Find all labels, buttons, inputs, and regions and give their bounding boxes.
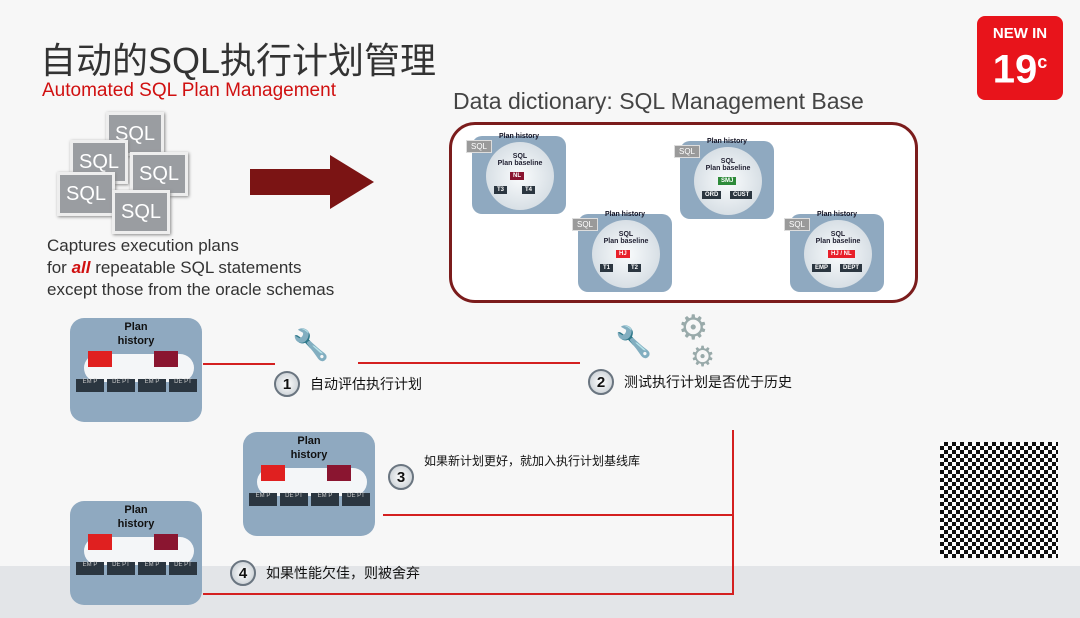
captures-text: Captures execution plans for all repeata… xyxy=(47,236,335,299)
gears-icon: ⚙ xyxy=(690,341,716,372)
gears-icon: ⚙ xyxy=(678,309,709,347)
page-subtitle: Automated SQL Plan Management xyxy=(42,80,336,101)
badge-line1: NEW IN xyxy=(992,25,1048,42)
page-title: 自动的SQL执行计划管理 xyxy=(40,40,437,81)
right-arrow-icon xyxy=(250,155,374,209)
flow-line xyxy=(732,430,734,594)
flow-line xyxy=(203,363,275,365)
flow-line xyxy=(383,514,732,516)
badge-line2: 19c xyxy=(992,47,1048,92)
data-dictionary-title: Data dictionary: SQL Management Base xyxy=(453,88,864,114)
flow-line xyxy=(203,593,734,595)
tools-icon: 🔧 xyxy=(615,326,653,359)
qr-code[interactable] xyxy=(940,442,1058,558)
flow-line xyxy=(358,362,580,364)
new-in-19c-badge: NEW IN 19c xyxy=(977,16,1063,100)
tools-icon: 🔧 xyxy=(292,329,330,362)
